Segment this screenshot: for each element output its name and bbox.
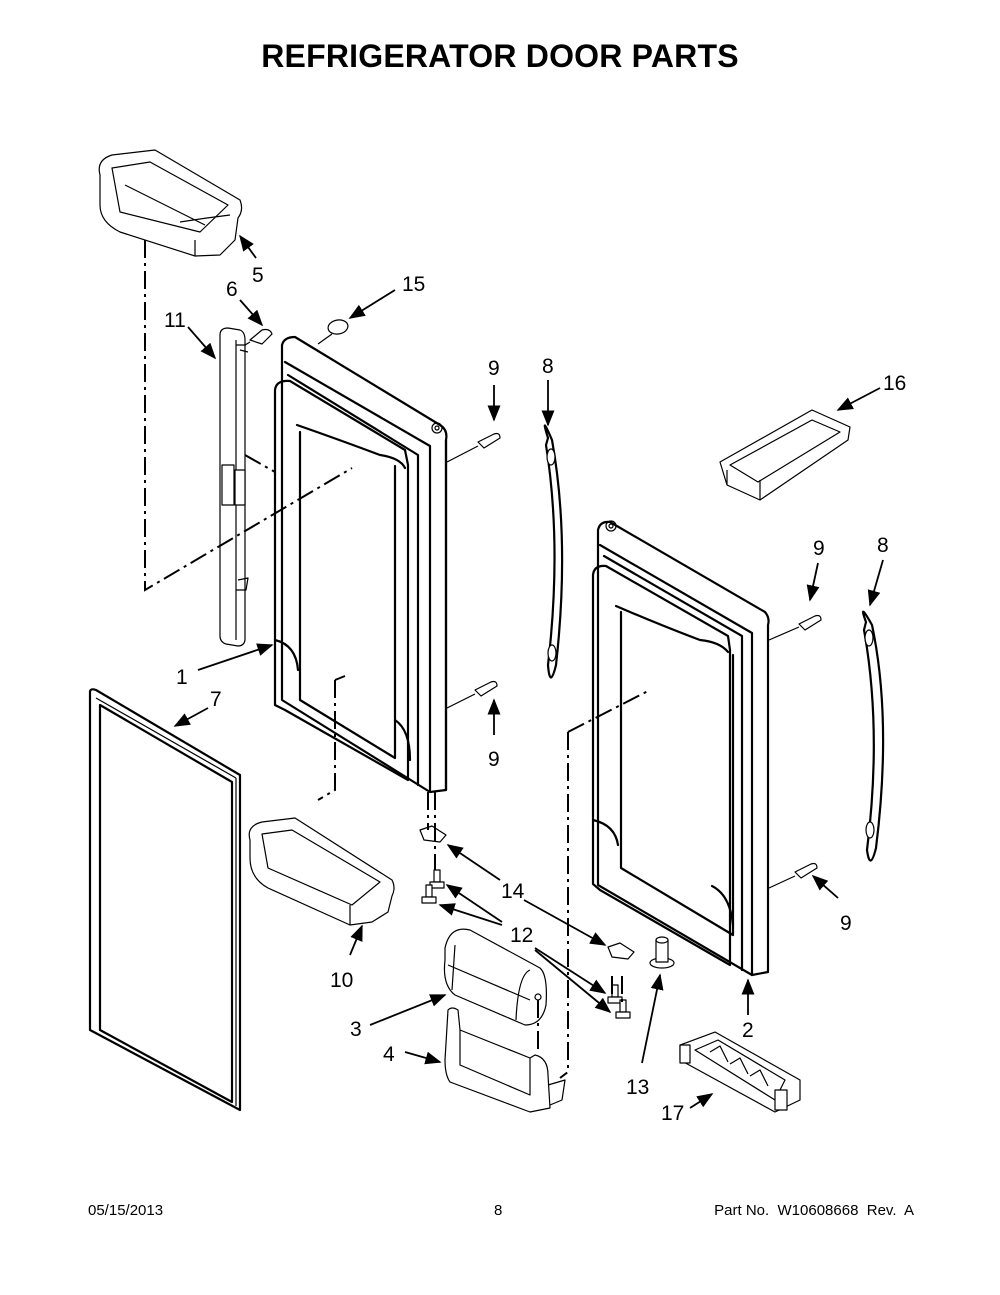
callout-9-c: 9 <box>488 748 500 771</box>
footer-page-number: 8 <box>494 1202 503 1219</box>
callout-16: 16 <box>883 372 906 395</box>
callout-labels: 5 6 11 15 9 8 16 9 8 1 7 9 14 9 12 10 3 … <box>164 264 906 1125</box>
part-12-screw-left-a[interactable] <box>429 869 445 889</box>
part-10-door-bin-lower[interactable] <box>248 817 395 926</box>
callout-12-a: 12 <box>510 924 533 947</box>
part-7-door-gasket[interactable] <box>88 688 242 1112</box>
part-1-left-door[interactable] <box>273 335 448 794</box>
callout-10: 10 <box>330 969 353 992</box>
footer-date: 05/15/2013 <box>88 1202 164 1219</box>
part-4-dispenser-bin[interactable] <box>444 1007 566 1113</box>
callout-15: 15 <box>402 273 425 296</box>
part-9-screw-left-upper[interactable] <box>446 432 501 463</box>
callout-9-d: 9 <box>840 912 852 935</box>
callout-11: 11 <box>164 309 186 332</box>
part-9-screw-right-lower[interactable] <box>768 862 818 889</box>
callout-leaders <box>173 234 884 1109</box>
part-9-screw-right-upper[interactable] <box>768 614 822 641</box>
callout-4: 4 <box>383 1043 395 1066</box>
part-12-screw-left-b[interactable] <box>421 884 437 904</box>
part-17-egg-tray[interactable] <box>679 1031 801 1113</box>
callout-8-b: 8 <box>877 534 889 557</box>
callout-13: 13 <box>626 1076 649 1099</box>
part-13-hinge-pin[interactable] <box>649 936 675 969</box>
callout-6: 6 <box>226 278 238 301</box>
part-14-door-stop-right[interactable] <box>607 942 635 960</box>
assembly-lines <box>144 240 651 1079</box>
part-2-right-door[interactable] <box>591 520 770 977</box>
callout-2: 2 <box>742 1019 754 1042</box>
callout-9-a: 9 <box>488 357 500 380</box>
callout-17: 17 <box>661 1102 684 1125</box>
callout-3: 3 <box>350 1018 362 1041</box>
part-3-dispenser-cover[interactable] <box>443 928 547 1026</box>
part-8-handle-right[interactable] <box>861 610 885 862</box>
part-9-screw-left-lower[interactable] <box>446 680 498 709</box>
callout-9-b: 9 <box>813 537 825 560</box>
part-6-screw[interactable] <box>244 328 273 346</box>
part-16-dairy-bin[interactable] <box>719 409 851 501</box>
page-title: REFRIGERATOR DOOR PARTS <box>261 38 739 74</box>
callout-14: 14 <box>501 880 525 903</box>
callout-8-a: 8 <box>542 355 554 378</box>
part-14-door-stop-left[interactable] <box>419 825 447 843</box>
callout-7: 7 <box>210 688 222 711</box>
callout-5: 5 <box>252 264 264 287</box>
part-15-bushing[interactable] <box>327 318 349 335</box>
part-12-screw-right-b[interactable] <box>615 999 631 1019</box>
callout-1: 1 <box>176 666 188 689</box>
footer-part-number: Part No. W10608668 Rev. A <box>714 1202 914 1219</box>
part-11-mullion[interactable] <box>219 327 249 647</box>
part-5-door-bin-upper[interactable] <box>98 149 243 257</box>
part-8-handle-left[interactable] <box>543 424 564 679</box>
